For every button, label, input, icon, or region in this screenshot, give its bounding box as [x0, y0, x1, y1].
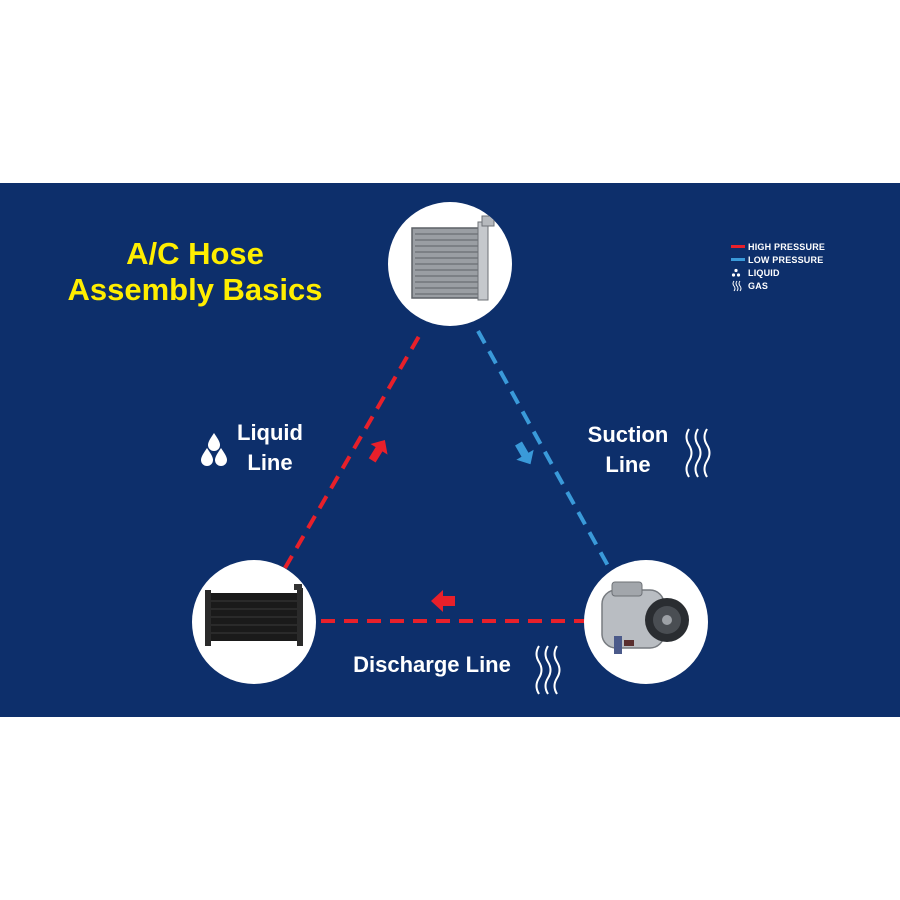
evaporator-component: [388, 202, 512, 326]
discharge-line-label: Discharge Line: [353, 652, 511, 677]
compressor-component: [584, 560, 708, 684]
droplets-icon: [731, 266, 748, 279]
liquid-droplets-icon: [201, 433, 227, 466]
condenser-component: [192, 560, 316, 684]
high-pressure-swatch: [731, 240, 748, 253]
low-pressure-swatch: [731, 253, 748, 266]
discharge-gas-icon: [535, 645, 561, 695]
legend-label: GAS: [748, 280, 769, 291]
title-line-1: A/C Hose: [126, 236, 264, 271]
diagram-banner: A/C Hose Assembly Basics HIGH PRESSURE L…: [0, 183, 900, 717]
suction-line-label: Suction Line: [574, 420, 682, 480]
diagram-title: A/C Hose Assembly Basics: [40, 236, 350, 308]
suction-gas-icon: [685, 428, 711, 478]
liquid-line-label-2: Line: [247, 450, 293, 475]
evaporator-core-icon: [411, 215, 495, 301]
liquid-line-label-1: Liquid: [237, 420, 303, 445]
legend-item-high-pressure: HIGH PRESSURE: [731, 240, 825, 253]
gas-waves-icon: [731, 279, 748, 292]
legend-label: LIQUID: [748, 267, 780, 278]
compressor-icon: [601, 581, 689, 654]
legend-label: LOW PRESSURE: [748, 254, 824, 265]
suction-line-label-1: Suction: [587, 422, 669, 447]
suction-line-hose: [476, 330, 614, 574]
legend-item-gas: GAS: [731, 279, 825, 292]
liquid-line-label: Liquid Line: [222, 418, 318, 478]
legend-item-low-pressure: LOW PRESSURE: [731, 253, 825, 266]
condenser-icon: [205, 584, 303, 646]
suction-flow-arrow-icon: [515, 441, 534, 465]
suction-line-label-2: Line: [605, 452, 651, 477]
legend-label: HIGH PRESSURE: [748, 241, 826, 252]
title-line-2: Assembly Basics: [67, 272, 323, 307]
legend: HIGH PRESSURE LOW PRESSURE LIQUID: [731, 240, 825, 292]
legend-item-liquid: LIQUID: [731, 266, 825, 279]
discharge-flow-arrow-icon: [431, 590, 455, 612]
hose-lines: [201, 329, 711, 695]
liquid-flow-arrow-icon: [368, 439, 388, 463]
